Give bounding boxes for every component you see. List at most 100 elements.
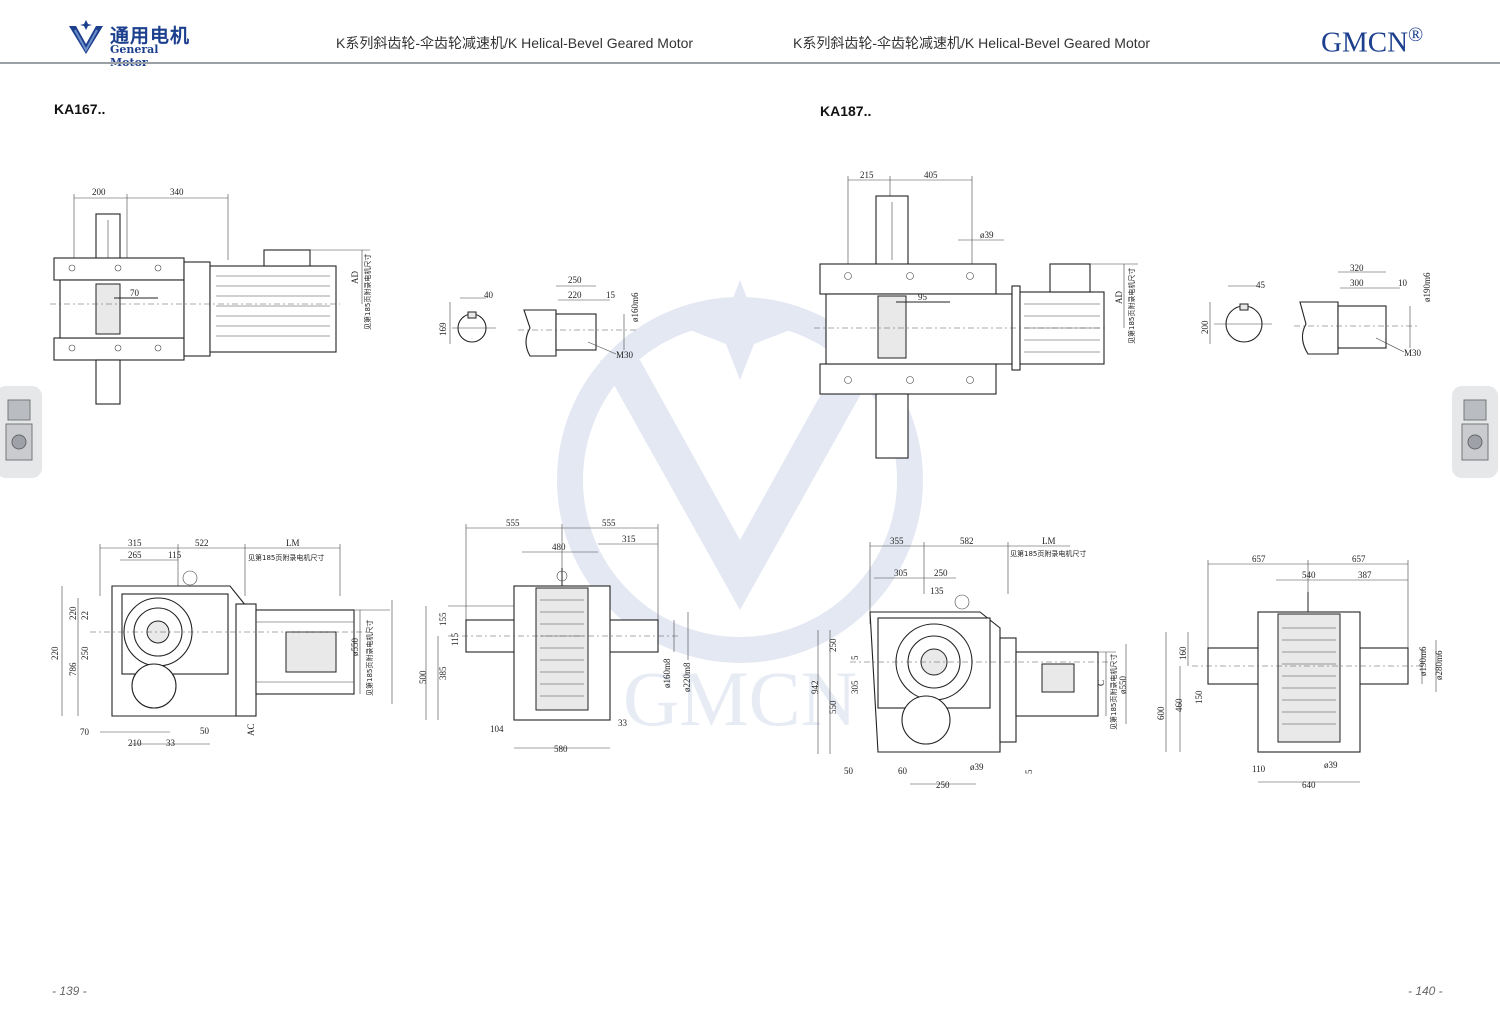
dim-460: 460 [1174,698,1184,712]
dim-265: 265 [128,550,142,560]
dim-ad: AD [350,271,360,284]
dim-450: 786 [68,662,78,676]
dim-210: 33 [166,738,176,748]
dim-340: 340 [170,187,184,197]
side-tab-right[interactable] [1452,386,1498,478]
dim-387: 387 [1358,570,1372,580]
logo-text-cn: 通用电机 [110,25,191,47]
dim-110: 110 [1252,764,1266,774]
dim-104: 104 [490,724,504,734]
dim-60: 60 [898,766,908,776]
dim-500: 500 [418,670,428,684]
company-logo: 通用电机 General Motor [66,18,196,69]
dim-522: 522 [195,538,209,548]
dim-250: 250 [80,646,90,660]
note-motor-dims: 见第185页附录电机尺寸 [363,254,372,330]
logo-mark-icon [69,20,103,54]
brand-logo: GMCN® [1321,24,1423,60]
side-tab-left[interactable] [0,386,42,478]
brand-name: GMCN [1321,26,1409,59]
dim-115: 115 [450,632,460,646]
drawing-ka167-side-view: 555 555 480 315 155 115 385 500 104 [418,516,708,761]
dim-580: 580 [554,744,568,754]
dim-m30: M30 [1404,348,1422,358]
dim-657-right: 657 [1352,554,1366,564]
dim-5: 5 [850,655,860,660]
dim-135: 135 [930,586,944,596]
dim-190m6: ø190m6 [1422,272,1432,302]
dim-50-right: AC [246,723,256,736]
page-number-right: - 140 - [1408,984,1443,998]
header-title-left: K系列斜齿轮-伞齿轮减速机/K Helical-Bevel Geared Mot… [336,35,694,51]
dim-33: 50 [200,726,210,736]
dim-555-left: 555 [506,518,520,528]
dim-220: 220 [568,290,582,300]
dim-215: 215 [860,170,874,180]
gearmotor-thumbnail-icon [1461,399,1489,461]
dim-200: 200 [92,187,106,197]
dim-315: 315 [128,538,142,548]
dim-ad: AD [1114,291,1124,304]
model-label-ka187: KA187.. [820,103,872,119]
dim-95: 95 [918,292,928,302]
dim-70: 210 [128,738,142,748]
dim-10: 10 [1398,278,1408,288]
dim-320: 320 [1350,263,1364,273]
dim-lm: LM [286,538,300,548]
dim-305: 305 [894,568,908,578]
dim-550-left: 550 [828,700,838,714]
dim-39: ø39 [970,762,984,772]
dim-220m8: ø220m8 [682,662,692,692]
drawing-ka167-shaft-detail: 40 169 250 220 15 ø160m6 M30 [438,272,658,377]
note-motor-dims: 见第185页附录电机尺寸 [248,553,324,562]
dim-169: 169 [438,322,448,336]
dim-355: 355 [890,536,904,546]
dim-786: 220 [50,646,60,660]
logo-text-en: General Motor [110,43,159,69]
drawing-ka187-shaft-detail: 45 200 320 300 10 ø190m6 M30 [1200,262,1440,377]
note-motor-dims: 见第185页附录电机尺寸 [365,620,374,696]
dim-200: 200 [1200,320,1210,334]
dim-250: 250 [568,275,582,285]
dim-50: 50 [844,766,854,776]
dim-33: 33 [618,718,628,728]
dim-70: 70 [130,288,140,298]
dim-657-left: 657 [1252,554,1266,564]
dim-155: 155 [438,612,448,626]
dim-550: ø550 [1118,676,1128,695]
registered-mark: ® [1408,24,1424,46]
dim-160m6: ø160m6 [630,292,640,322]
dim-250-bottom: 250 [936,780,950,790]
model-label-ka167: KA167.. [54,101,106,117]
dim-540: 540 [1302,570,1316,580]
header-rule [0,62,1500,64]
dim-c: C [1096,680,1106,686]
dim-45: 45 [1256,280,1266,290]
dim-942: 942 [810,681,820,695]
dim-220: 220 [68,606,78,620]
dim-405: 405 [924,170,938,180]
note-motor-dims: 见第185页附录电机尺寸 [1010,549,1086,558]
dim-250-left: 250 [828,638,838,652]
dim-480: 480 [552,542,566,552]
dim-160m8: ø160m8 [662,658,672,688]
dim-555-right: 555 [602,518,616,528]
dim-150: 150 [1194,690,1204,704]
note-motor-dims: 见第185页附录电机尺寸 [1109,654,1118,730]
page-number-left: - 139 - [52,984,87,998]
dim-190m6: ø190m6 [1418,646,1428,676]
dim-315: 315 [622,534,636,544]
dim-ac: ø550 [350,638,360,657]
dim-22: 22 [80,611,90,620]
gearmotor-thumbnail-icon [5,399,33,461]
dim-15: 15 [606,290,616,300]
dim-115: 115 [168,550,182,560]
dim-385: 385 [438,666,448,680]
dim-280m6: ø280m6 [1434,650,1444,680]
dim-m30: M30 [616,350,634,360]
drawing-ka187-side-view: 657 657 540 387 160 150 460 600 110 ø39 [1152,552,1452,797]
note-motor-dims: 见第185页附录电机尺寸 [1127,268,1136,344]
drawing-ka167-top-view: 200 340 70 AD 见第185页附录电机尺寸 [40,180,380,425]
dim-40: 40 [484,290,494,300]
dim-300: 300 [1350,278,1364,288]
